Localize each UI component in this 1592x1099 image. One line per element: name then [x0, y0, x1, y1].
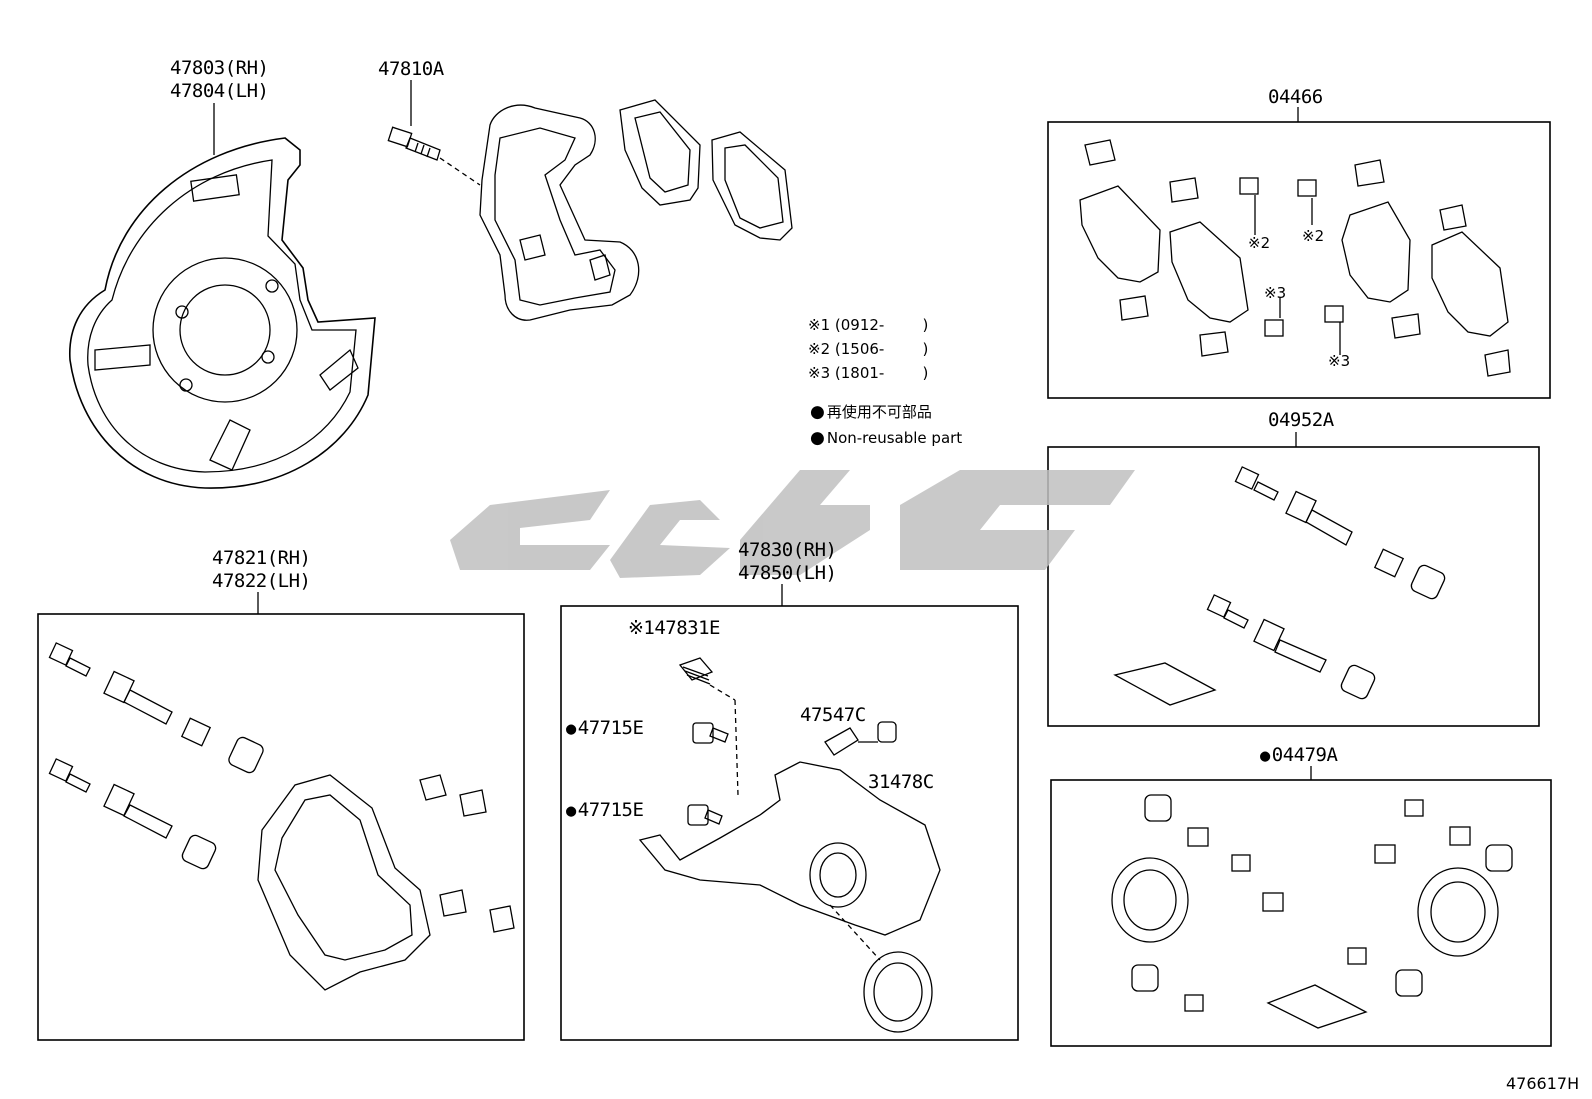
legend-note-3: ※3 (1801- )	[808, 364, 929, 382]
label-seal-kit[interactable]: 04479A	[1260, 744, 1338, 768]
ref-note-3a: ※3	[1264, 284, 1287, 302]
label-cap[interactable]: 31478C	[868, 771, 934, 793]
label-plug-2[interactable]: 47715E	[566, 799, 644, 823]
label-bleeder[interactable]: 47547C	[800, 704, 866, 726]
figure-id: 476617H	[1506, 1074, 1580, 1093]
legend-nonreusable-jp: 再使用不可部品	[810, 401, 932, 424]
ref-note-3b: ※3	[1328, 352, 1351, 370]
ref-note-2b: ※2	[1302, 227, 1325, 245]
label-shield-rh[interactable]: 47803(RH)	[170, 57, 269, 79]
mounting-bracket-drawing	[479, 104, 640, 321]
ref-note-2a: ※2	[1248, 234, 1271, 252]
legend-note-2: ※2 (1506- )	[808, 340, 929, 358]
label-spring[interactable]: ※147831E	[628, 617, 721, 639]
carrier-kit-drawing	[48, 642, 515, 991]
label-bolt-47810A[interactable]: 47810A	[378, 58, 444, 80]
top-pads-drawing	[619, 99, 793, 241]
guide-kit-box	[1047, 446, 1540, 727]
label-caliper-lh[interactable]: 47850(LH)	[738, 562, 837, 584]
caliper-drawing	[638, 657, 941, 1033]
label-guide-kit[interactable]: 04952A	[1268, 409, 1334, 431]
label-plug-1[interactable]: 47715E	[566, 717, 644, 741]
label-caliper-rh[interactable]: 47830(RH)	[738, 539, 837, 561]
label-carrier-lh[interactable]: 47822(LH)	[212, 570, 311, 592]
seal-kit-drawing	[1111, 794, 1513, 1029]
label-shield-lh[interactable]: 47804(LH)	[170, 80, 269, 102]
legend-note-1: ※1 (0912- )	[808, 316, 929, 334]
pad-kit-drawing	[1079, 139, 1511, 377]
label-carrier-rh[interactable]: 47821(RH)	[212, 547, 311, 569]
label-pad-kit[interactable]: 04466	[1268, 86, 1323, 108]
bolt-47810A-drawing	[387, 126, 481, 186]
pad-kit-box	[1047, 121, 1551, 399]
carrier-kit-box	[37, 613, 525, 1041]
seal-kit-box	[1050, 779, 1552, 1047]
caliper-box	[560, 605, 1019, 1041]
watermark-logo	[450, 470, 1135, 578]
guide-kit-drawing	[1113, 466, 1446, 706]
dust-shield-drawing	[69, 137, 376, 489]
legend-nonreusable-en: Non-reusable part	[810, 427, 962, 450]
